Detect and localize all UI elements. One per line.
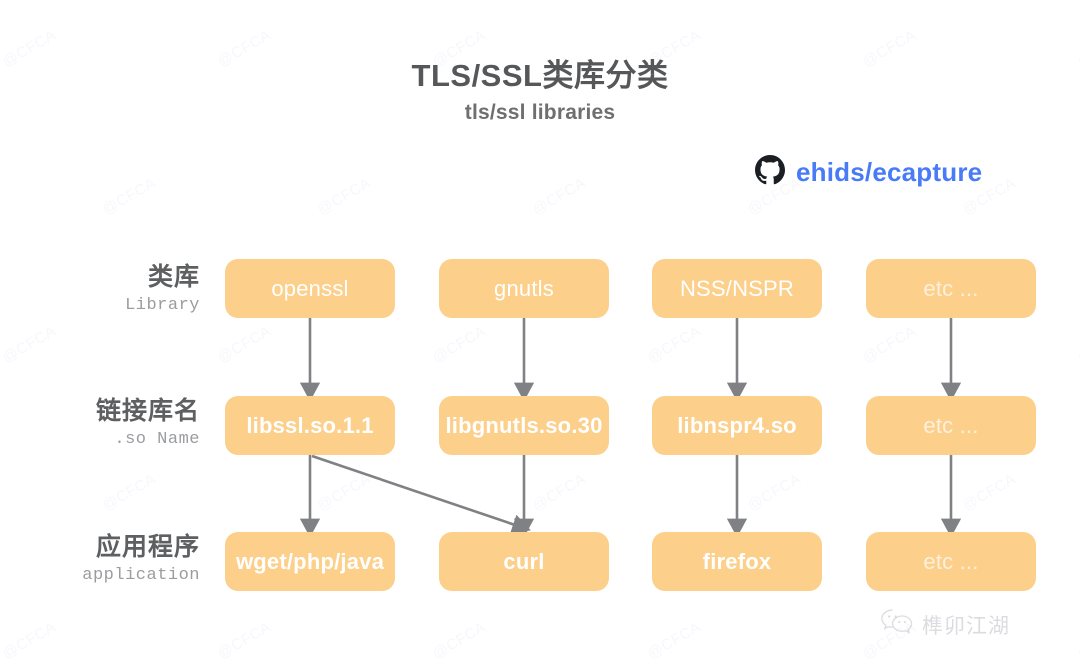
row-label-application: 应用程序 application bbox=[10, 532, 200, 585]
github-icon bbox=[755, 155, 785, 190]
row-label-so-name-cn: 链接库名 bbox=[95, 397, 200, 425]
page-title: TLS/SSL类库分类 bbox=[411, 58, 669, 93]
row-label-application-cn: 应用程序 bbox=[95, 533, 200, 561]
node-etc-application[interactable]: etc ... bbox=[866, 532, 1036, 591]
github-repo-name: ehids/ecapture bbox=[796, 157, 983, 187]
node-openssl[interactable]: openssl bbox=[225, 259, 395, 318]
node-libssl-so[interactable]: libssl.so.1.1 bbox=[225, 396, 395, 455]
node-nss-nspr[interactable]: NSS/NSPR bbox=[652, 259, 822, 318]
node-libnspr4-so[interactable]: libnspr4.so bbox=[652, 396, 822, 455]
github-repo-link[interactable]: ehids/ecapture bbox=[755, 155, 982, 190]
node-curl[interactable]: curl bbox=[439, 532, 609, 591]
node-wget-php-java[interactable]: wget/php/java bbox=[225, 532, 395, 591]
node-gnutls[interactable]: gnutls bbox=[439, 259, 609, 318]
wechat-account-badge: 榫卯江湖 bbox=[880, 608, 1010, 641]
row-label-so-name: 链接库名 .so Name bbox=[10, 396, 200, 449]
header: TLS/SSL类库分类 tls/ssl libraries bbox=[0, 0, 1080, 125]
row-label-library-cn: 类库 bbox=[147, 263, 200, 291]
row-label-application-en: application bbox=[82, 566, 200, 585]
node-etc-so-name[interactable]: etc ... bbox=[866, 396, 1036, 455]
node-etc-library[interactable]: etc ... bbox=[866, 259, 1036, 318]
node-firefox[interactable]: firefox bbox=[652, 532, 822, 591]
wechat-icon bbox=[880, 608, 914, 641]
wechat-account-name: 榫卯江湖 bbox=[922, 614, 1010, 638]
node-libgnutls-so[interactable]: libgnutls.so.30 bbox=[439, 396, 609, 455]
page-subtitle: tls/ssl libraries bbox=[464, 100, 616, 124]
row-label-library-en: Library bbox=[125, 296, 200, 315]
row-label-library: 类库 Library bbox=[10, 262, 200, 315]
row-label-so-name-en: .so Name bbox=[114, 430, 200, 449]
